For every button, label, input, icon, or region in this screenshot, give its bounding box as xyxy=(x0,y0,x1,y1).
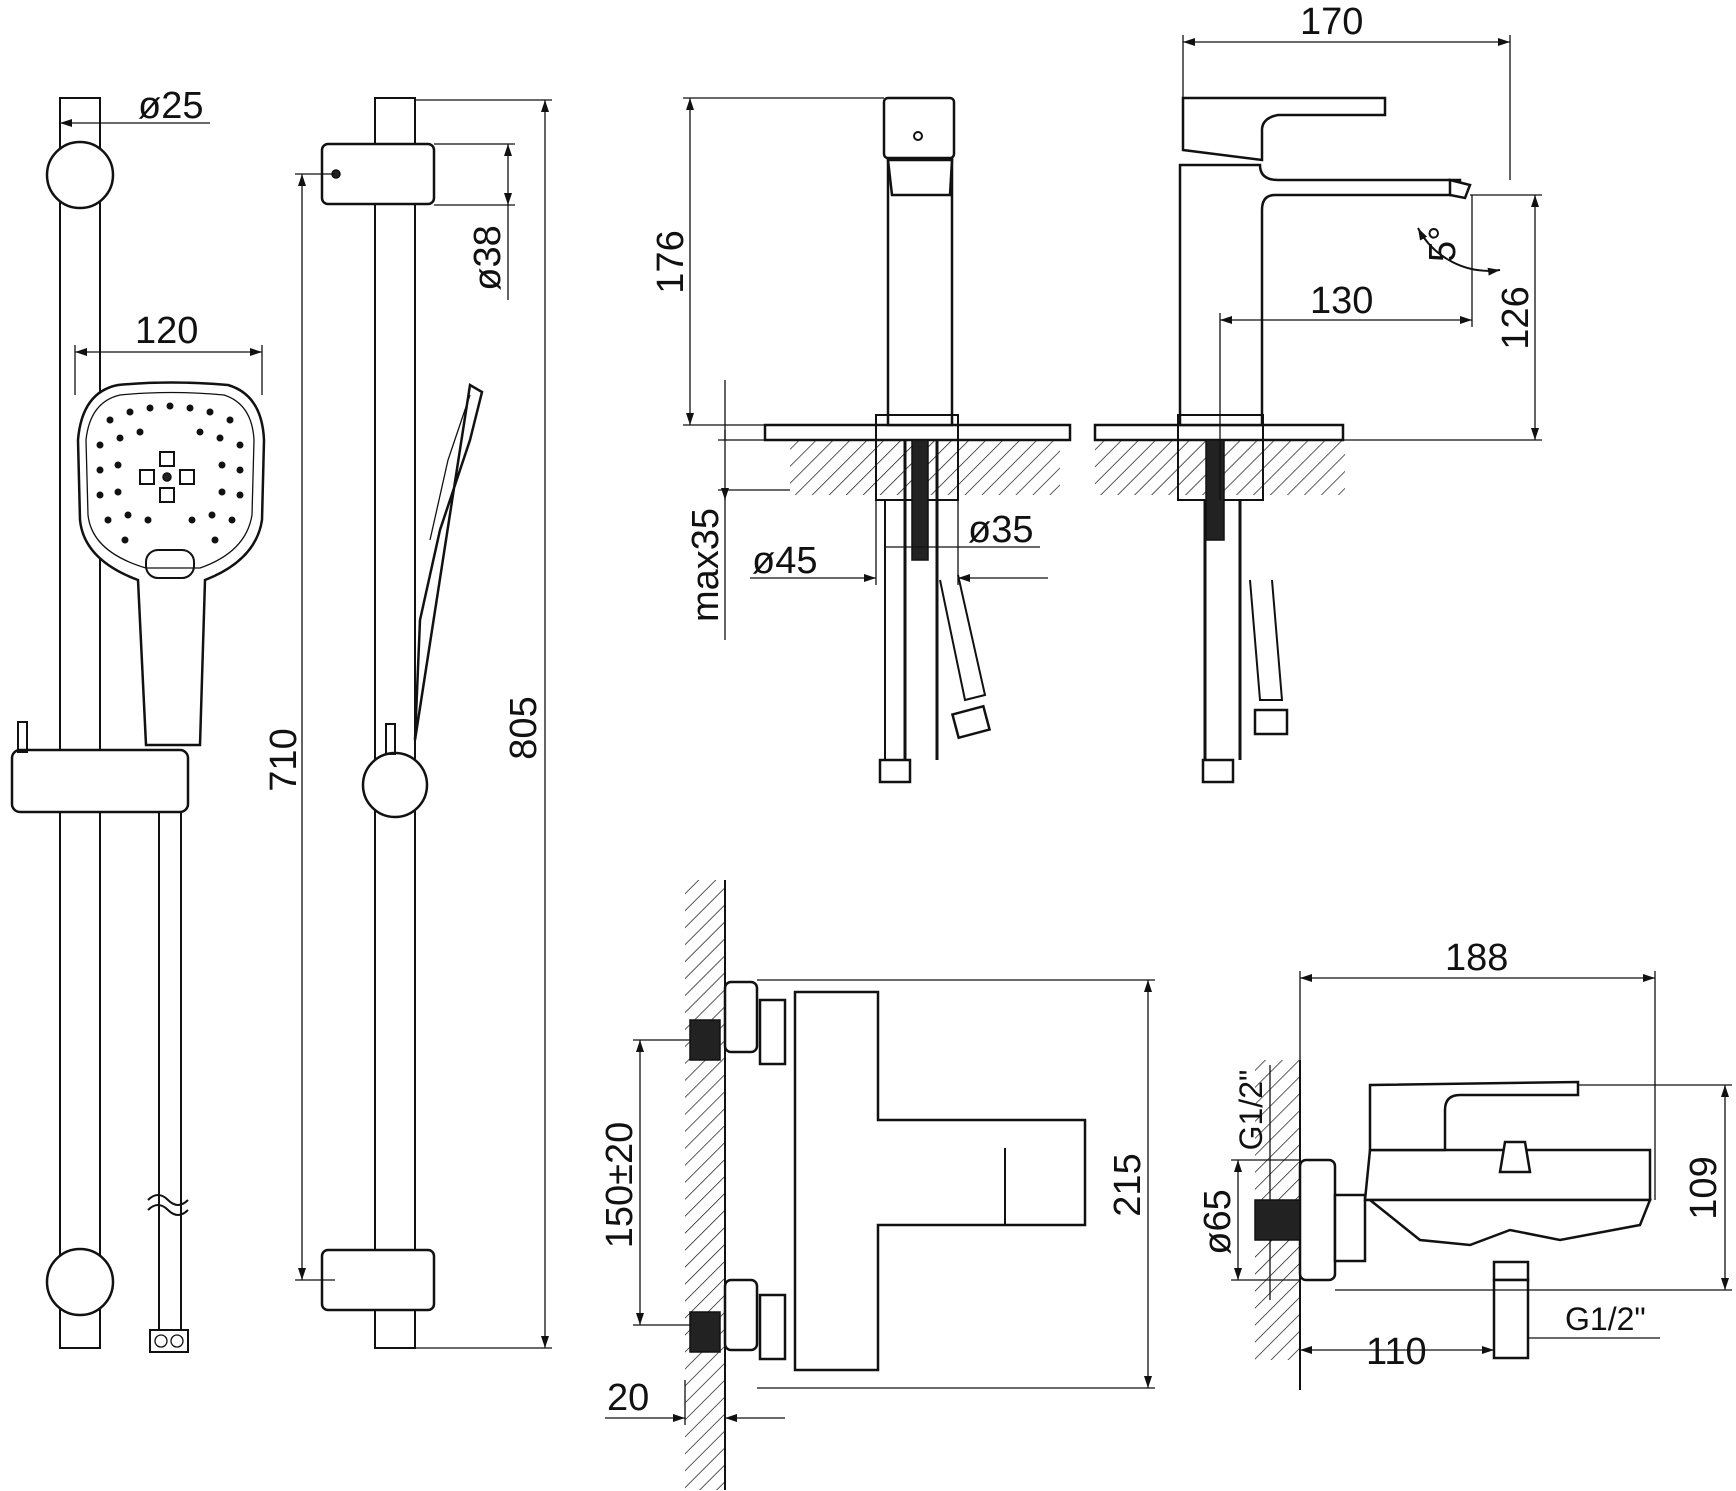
dim-bath-mixer-height: 215 xyxy=(1107,1153,1149,1216)
dim-spout-angle: 5° xyxy=(1422,226,1464,262)
dim-inlet-thread: G1/2" xyxy=(1233,1070,1269,1151)
dim-wall-projection: 20 xyxy=(607,1377,649,1419)
dim-max-worktop-thickness: max35 xyxy=(685,508,727,622)
dim-bath-body-height: 109 xyxy=(1683,1156,1725,1219)
dim-hole-diameter: ø35 xyxy=(968,509,1033,551)
dim-hand-shower-width: 120 xyxy=(135,310,198,352)
dimension-lines xyxy=(59,35,1732,1425)
dim-rail-holder-spacing: 710 xyxy=(263,728,305,791)
basin-mixer-front-view xyxy=(763,96,1072,784)
dimension-labels: ø25 120 710 805 ø38 176 max35 ø45 ø35 17… xyxy=(135,1,1725,1419)
dim-rail-total-length: 805 xyxy=(503,696,545,759)
dim-bath-mixer-length: 188 xyxy=(1445,937,1508,979)
dim-wall-flange-diameter: ø65 xyxy=(1197,1189,1239,1254)
dim-rail-holder-diameter: ø38 xyxy=(467,225,509,290)
dim-basin-mixer-reach: 130 xyxy=(1310,280,1373,322)
dim-basin-mixer-height: 176 xyxy=(650,230,692,293)
dim-basin-mixer-length: 170 xyxy=(1300,1,1363,43)
dim-base-diameter: ø45 xyxy=(752,540,817,582)
dim-rail-tube-diameter: ø25 xyxy=(138,85,203,127)
shower-rail-side-view xyxy=(320,97,484,1349)
dim-outlet-thread: G1/2" xyxy=(1565,1301,1646,1337)
dim-bath-spout-reach: 110 xyxy=(1366,1331,1427,1373)
dim-basin-spout-height: 126 xyxy=(1495,286,1537,349)
bath-mixer-front-view xyxy=(685,880,1087,1490)
shower-rail-front-view xyxy=(10,97,266,1353)
bath-mixer-side-view xyxy=(1254,1060,1652,1390)
dim-inlet-spacing: 150±20 xyxy=(599,1122,641,1249)
spray-nozzles xyxy=(96,402,244,544)
